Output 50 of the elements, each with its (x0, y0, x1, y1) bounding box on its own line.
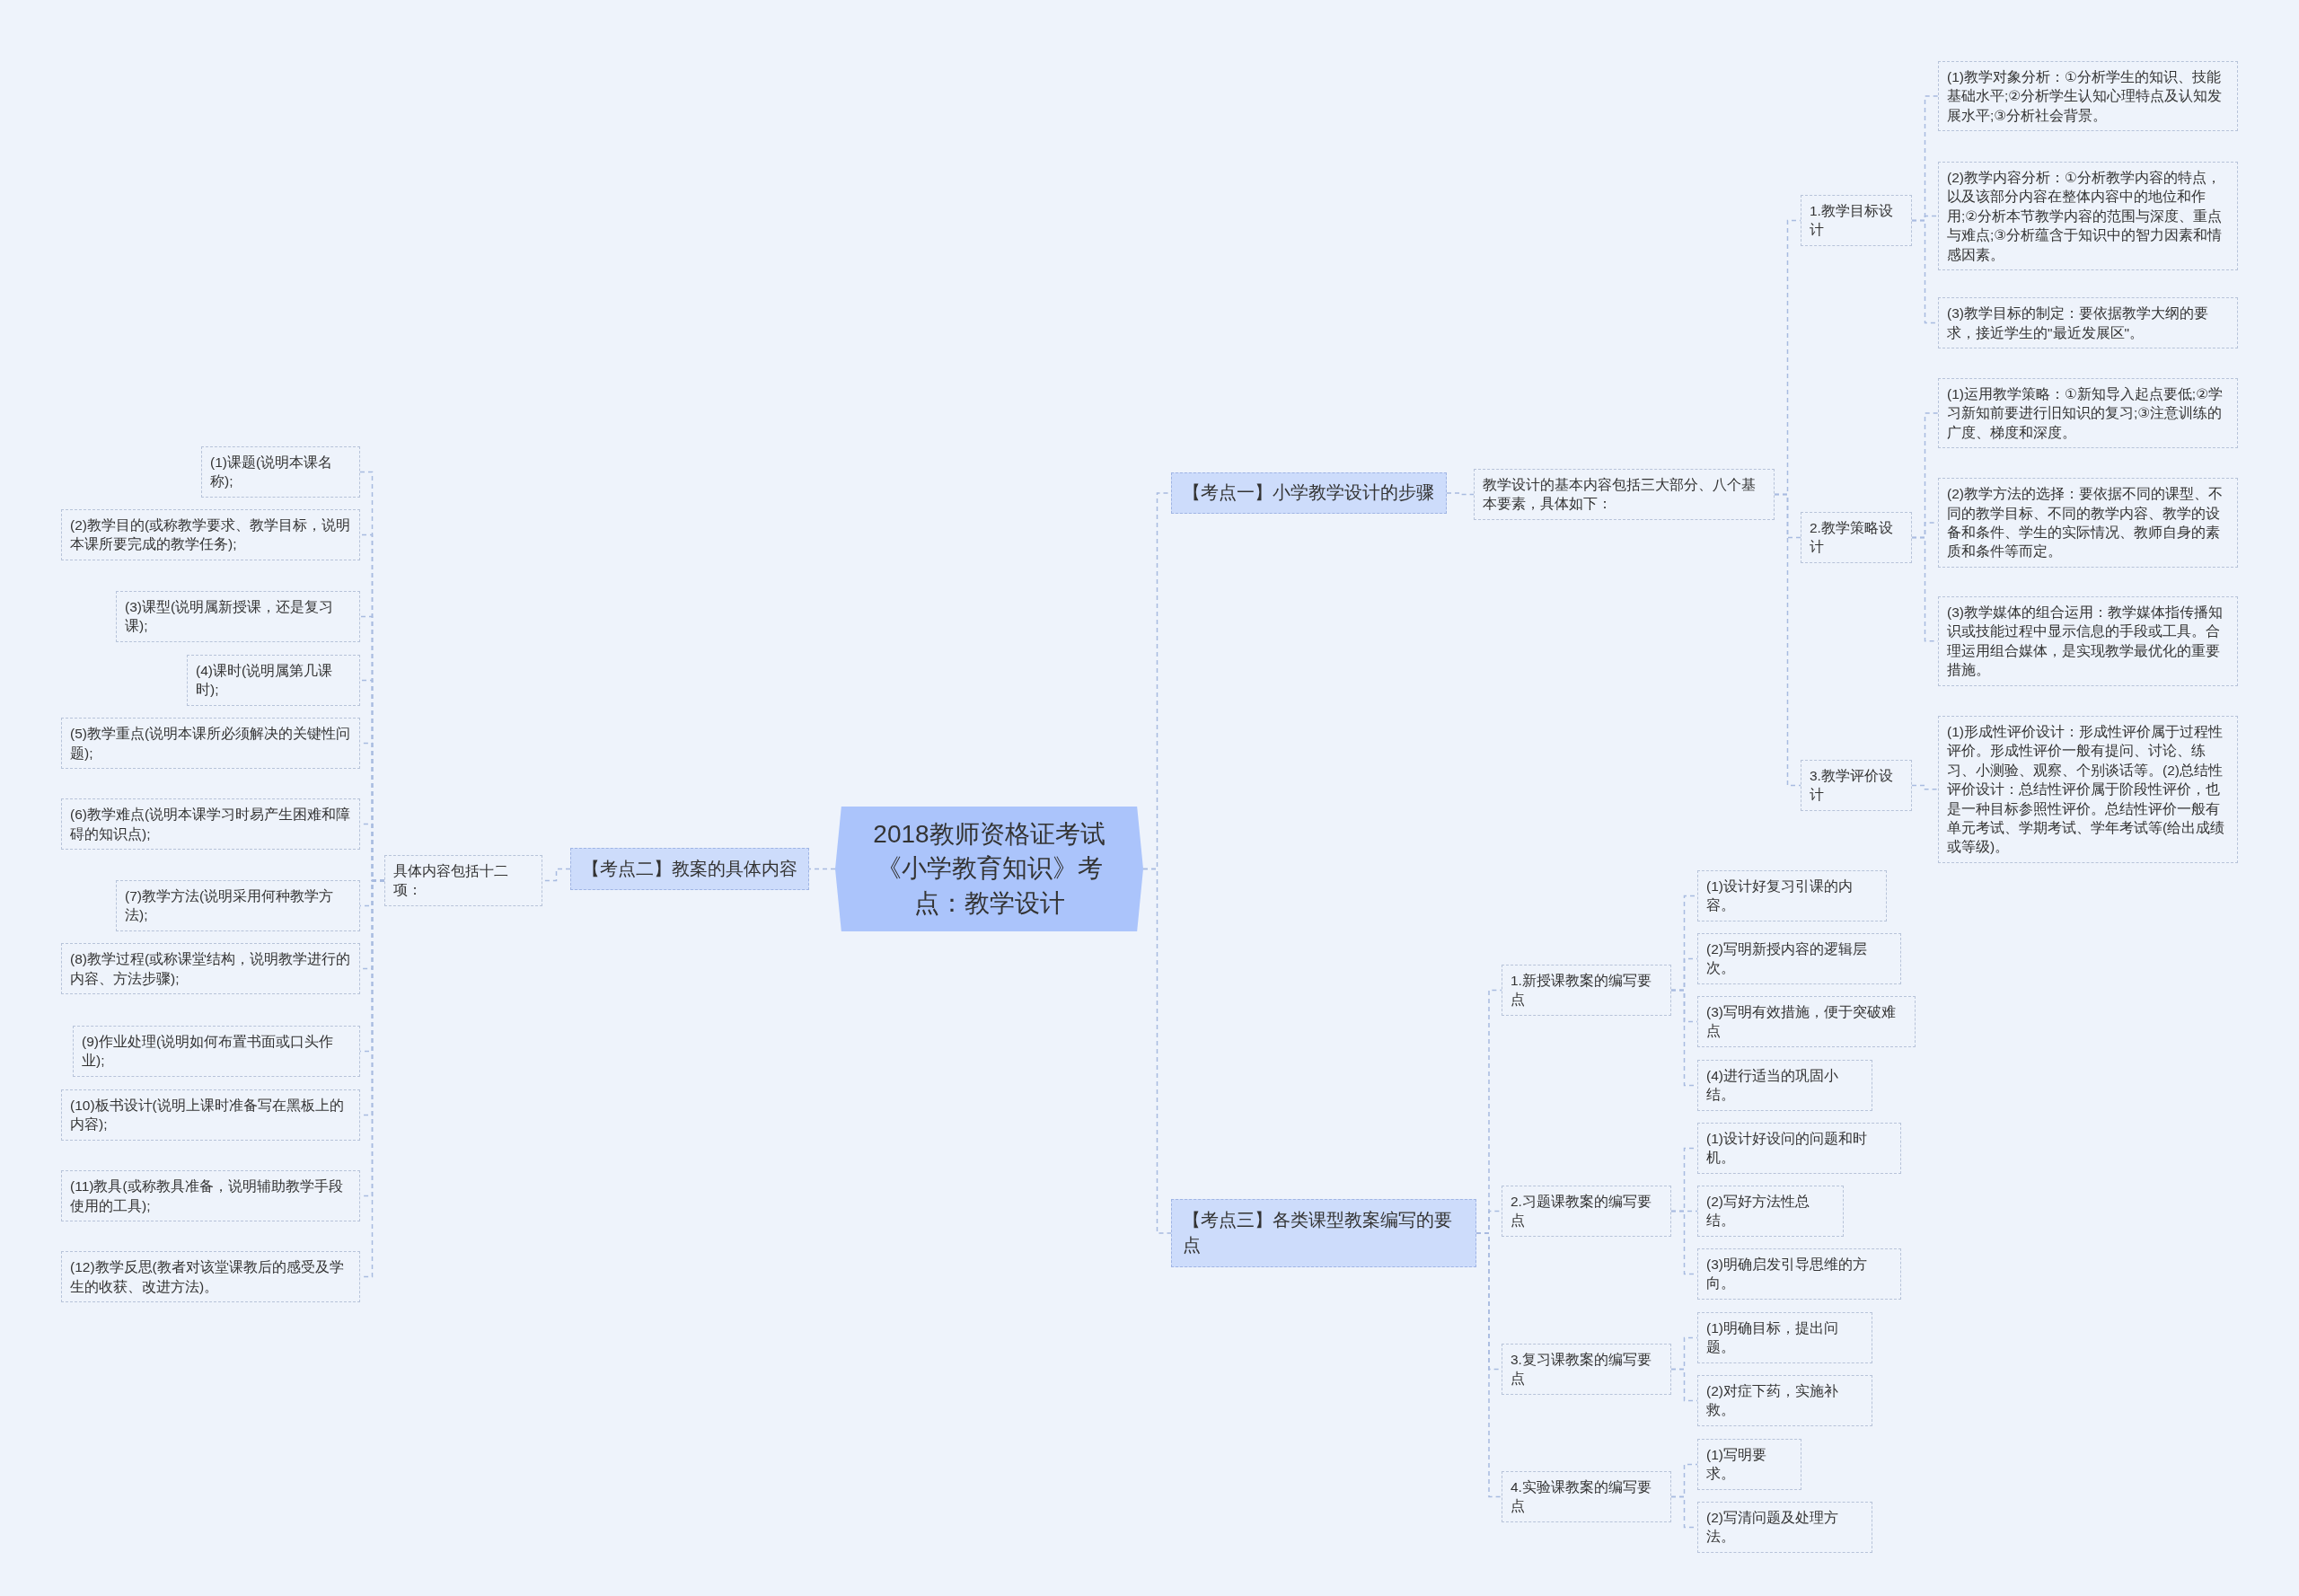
topic-box: 1.教学目标设计 (1801, 195, 1912, 246)
branch-box: 【考点二】教案的具体内容 (570, 848, 809, 890)
note-box: (12)教学反思(教者对该堂课教后的感受及学生的收获、改进方法)。 (61, 1251, 360, 1302)
note-box: (10)板书设计(说明上课时准备写在黑板上的内容); (61, 1089, 360, 1141)
branch-box: 【考点三】各类课型教案编写的要点 (1171, 1199, 1476, 1267)
topic-box: 4.实验课教案的编写要点 (1502, 1471, 1671, 1522)
note-box: (2)教学目的(或称教学要求、教学目标，说明本课所要完成的教学任务); (61, 509, 360, 560)
note-box: (1)设计好复习引课的内容。 (1697, 870, 1887, 921)
note-box: (5)教学重点(说明本课所必须解决的关键性问题); (61, 718, 360, 769)
topic-box: 1.新授课教案的编写要点 (1502, 965, 1671, 1016)
note-box: (1)设计好设问的问题和时机。 (1697, 1123, 1901, 1174)
note-box: (2)教学方法的选择：要依据不同的课型、不同的教学目标、不同的教学内容、教学的设备和条件、学生的实际情况、教师自身的素质和条件等而定。 (1938, 478, 2238, 568)
note-box: (1)形成性评价设计：形成性评价属于过程性评价。形成性评价一般有提问、讨论、练习、小测验、观察、个别谈话等。(2)总结性评价设计：总结性评价属于阶段性评价，也是一种目标参照性评价。总结性评价一般有单元考试、学期考试、学年考试等(给出成绩或等级)。 (1938, 716, 2238, 863)
note-box: (7)教学方法(说明采用何种教学方法); (116, 880, 360, 931)
note-box: (3)教学目标的制定：要依据教学大纲的要求，接近学生的"最近发展区"。 (1938, 297, 2238, 348)
note-box: (2)写清问题及处理方法。 (1697, 1502, 1872, 1553)
topic-box: 2.习题课教案的编写要点 (1502, 1186, 1671, 1237)
note-box: (11)教具(或称教具准备，说明辅助教学手段使用的工具); (61, 1170, 360, 1221)
note-box: (1)教学对象分析：①分析学生的知识、技能基础水平;②分析学生认知心理特点及认知发展水平;③分析社会背景。 (1938, 61, 2238, 132)
connector-line (1142, 868, 1172, 1234)
note-box: (2)教学内容分析：①分析教学内容的特点，以及该部分内容在整体内容中的地位和作用;②分析本节教学内容的范围与深度、重点与难点;③分析蕴含于知识中的智力因素和情感因素。 (1938, 162, 2238, 270)
connector-line (1446, 492, 1475, 496)
topic-box: 2.教学策略设计 (1801, 512, 1912, 563)
connector-line (1911, 784, 1939, 790)
note-box: (4)课时(说明属第几课时); (187, 655, 360, 706)
note-box: (1)运用教学策略：①新知导入起点要低;②学习新知前要进行旧知识的复习;③注意训练的广度、梯度和深度。 (1938, 378, 2238, 449)
note-box: (3)写明有效措施，便于突破难点 (1697, 996, 1916, 1047)
topic-box: 教学设计的基本内容包括三大部分、八个基本要素，具体如下： (1474, 469, 1775, 520)
topic-box: 3.复习课教案的编写要点 (1502, 1344, 1671, 1395)
connector-line (808, 868, 836, 870)
connector-line (1475, 1232, 1502, 1498)
branch-box: 【考点一】小学教学设计的步骤 (1171, 472, 1447, 514)
note-box: (2)写好方法性总结。 (1697, 1186, 1844, 1237)
connector-line (1670, 1368, 1698, 1402)
note-box: (3)课型(说明属新授课，还是复习课); (116, 591, 360, 642)
note-box: (8)教学过程(或称课堂结构，说明教学进行的内容、方法步骤); (61, 943, 360, 994)
note-box: (6)教学难点(说明本课学习时易产生困难和障碍的知识点); (61, 798, 360, 850)
note-box: (2)写明新授内容的逻辑层次。 (1697, 933, 1901, 984)
note-box: (4)进行适当的巩固小结。 (1697, 1060, 1872, 1111)
note-box: (2)对症下药，实施补救。 (1697, 1375, 1872, 1426)
note-box: (1)明确目标，提出问题。 (1697, 1312, 1872, 1363)
note-box: (3)教学媒体的组合运用：教学媒体指传播知识或技能过程中显示信息的手段或工具。合理运用组合媒体，是实现教学最优化的重要措施。 (1938, 596, 2238, 686)
note-box: (1)写明要求。 (1697, 1439, 1801, 1490)
note-box: (1)课题(说明本课名称); (201, 446, 360, 498)
connector-line (1774, 493, 1801, 787)
topic-box: 3.教学评价设计 (1801, 760, 1912, 811)
topic-box: 具体内容包括十二项： (384, 855, 542, 906)
central-topic: 2018教师资格证考试《小学教育知识》考点：教学设计 (835, 807, 1143, 931)
note-box: (3)明确启发引导思维的方向。 (1697, 1248, 1901, 1300)
note-box: (9)作业处理(说明如何布置书面或口头作业); (73, 1026, 360, 1077)
